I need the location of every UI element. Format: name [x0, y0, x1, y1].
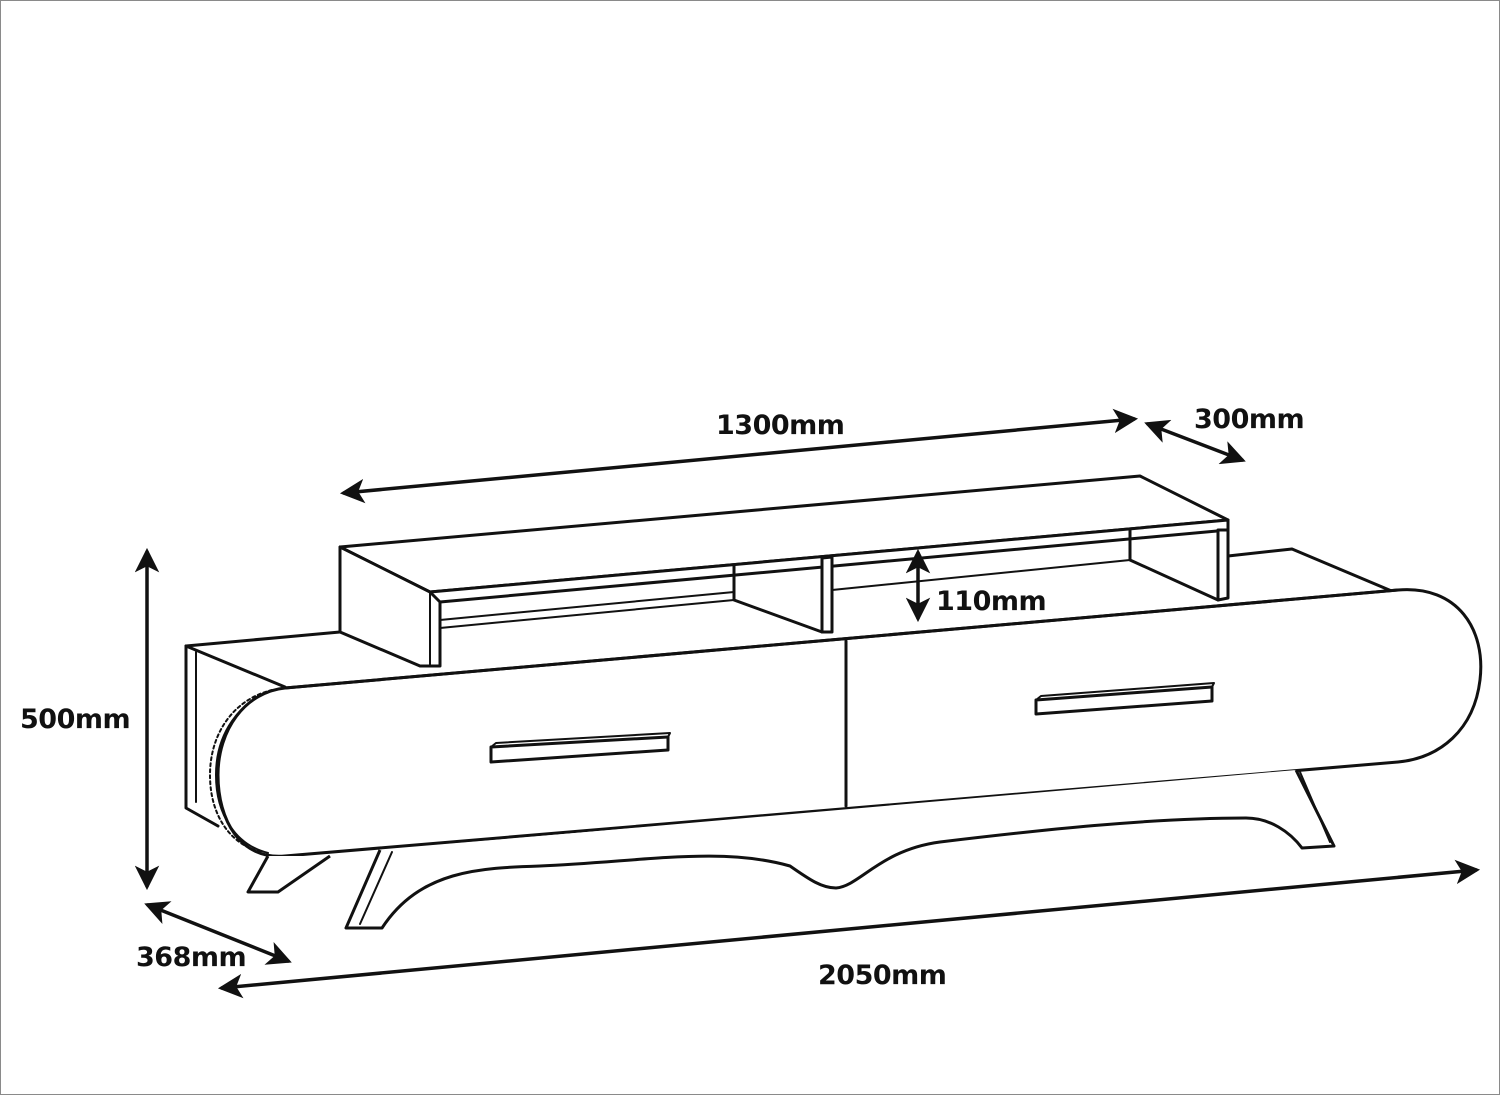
drawer-divider-top-edge	[283, 588, 1400, 690]
dimension-line-300mm	[1144, 419, 1246, 465]
top-shelf-unit	[338, 474, 1230, 668]
shelf-gap-height-label: 110mm	[936, 586, 1047, 617]
top-shelf-depth-label: 300mm	[1194, 404, 1305, 435]
right-drawer-handle	[1034, 682, 1215, 716]
dimension-line-2050mm	[217, 859, 1481, 999]
total-width-label: 2050mm	[818, 960, 947, 991]
dimension-line-1300mm	[339, 408, 1139, 504]
total-depth-label: 368mm	[136, 942, 247, 973]
left-drawer-handle	[489, 732, 671, 764]
top-shelf-width-label: 1300mm	[716, 410, 845, 441]
left-open-end-compartment	[184, 644, 287, 828]
total-height-label: 500mm	[20, 704, 131, 735]
main-body-top-surface	[184, 547, 1396, 648]
main-drawer-body	[209, 588, 1483, 858]
